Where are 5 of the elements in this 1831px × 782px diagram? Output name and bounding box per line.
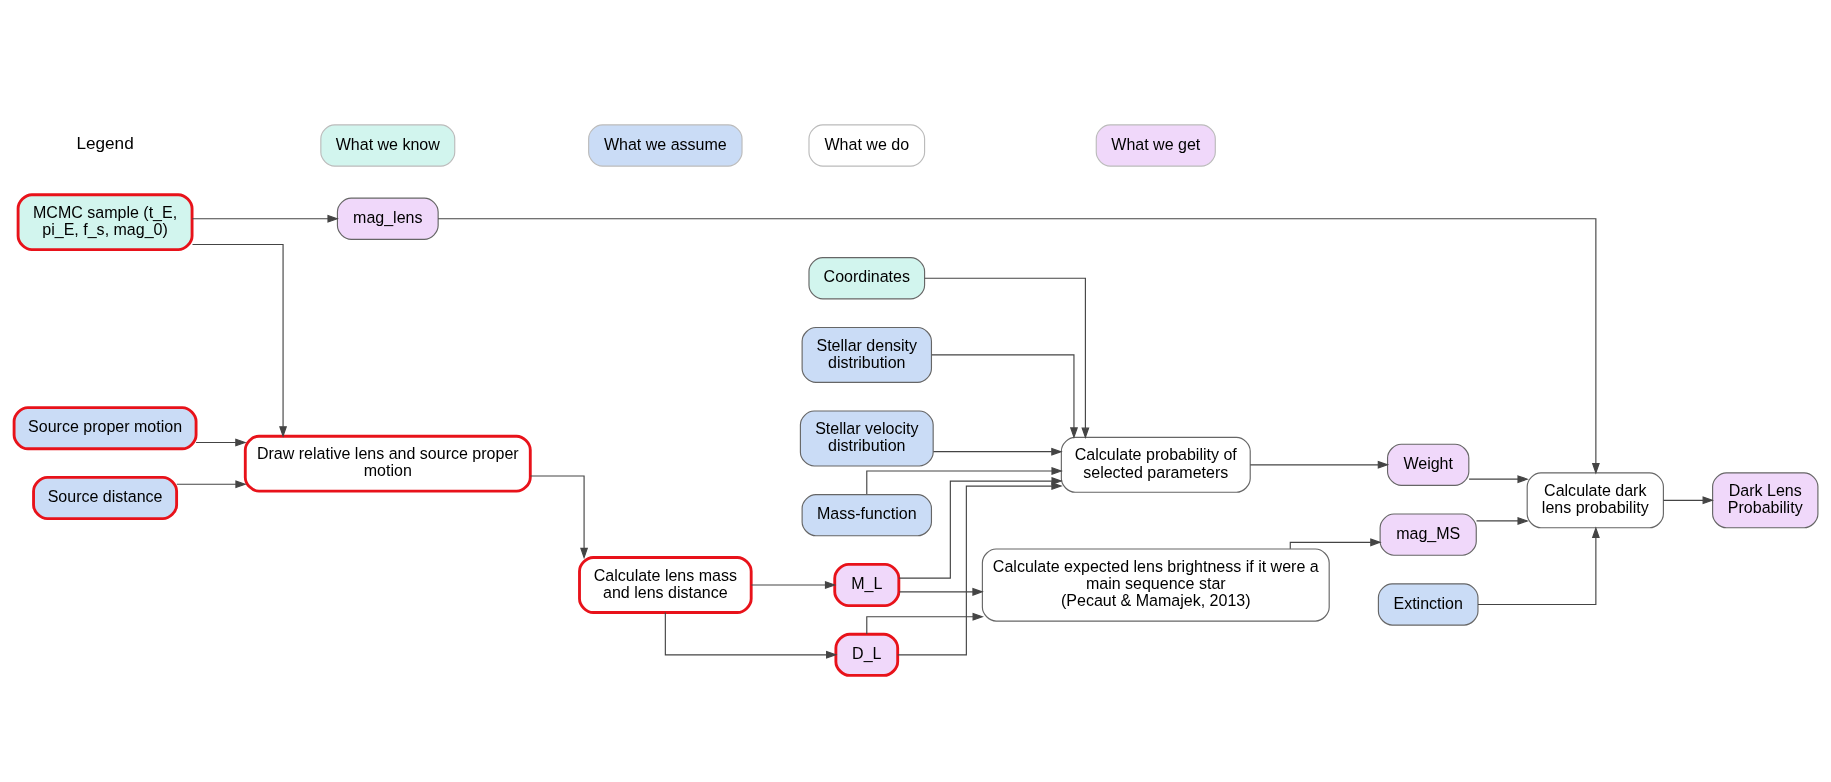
- legend-label: What we get: [1110, 134, 1200, 153]
- label: Legend: [75, 133, 134, 154]
- legend-label: What we assume: [603, 134, 727, 153]
- legend-label: What we know: [335, 134, 440, 153]
- legend-label: What we do: [824, 134, 909, 153]
